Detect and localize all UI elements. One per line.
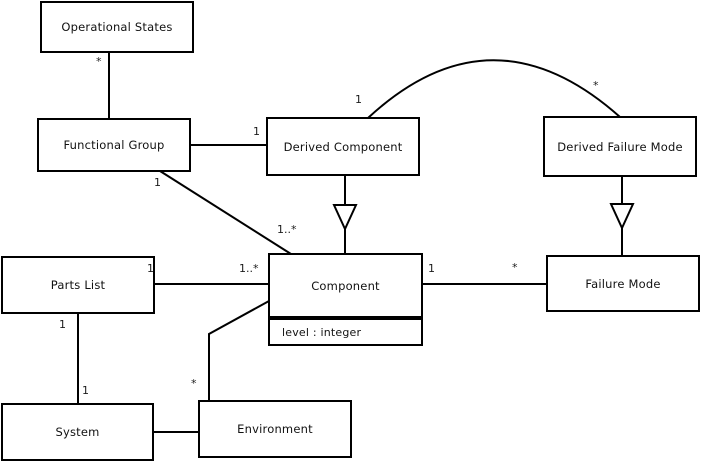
multiplicity-operational-states-end: * [96,55,102,68]
class-component: Component level : integer [268,253,423,346]
multiplicity-component-end-parts: 1..* [239,262,259,275]
class-operational-states: Operational States [40,1,194,53]
edge-derived-component-derived-failure-mode [367,59,621,119]
class-name: Operational States [61,20,173,34]
class-derived-failure-mode: Derived Failure Mode [543,116,697,177]
class-attribute: level : integer [282,325,362,339]
class-environment: Environment [198,400,352,458]
edge-derived-failure-mode-failure-mode-generalization [609,176,635,256]
multiplicity-parts-list-end: 1 [147,262,154,275]
edge-component-environment [208,300,270,401]
class-system: System [1,403,154,461]
class-name: Failure Mode [585,276,661,291]
multiplicity-component-end-functional: 1..* [277,223,297,236]
class-failure-mode: Failure Mode [546,255,700,312]
class-attribute-compartment: level : integer [270,320,421,344]
class-name: Derived Failure Mode [557,139,683,154]
class-name: Parts List [50,278,106,292]
class-parts-list: Parts List [1,256,155,314]
edge-derived-component-component-generalization [332,175,358,254]
multiplicity-functional-group-end: 1 [154,176,161,189]
class-functional-group: Functional Group [37,118,191,172]
multiplicity-component-end-failure: 1 [428,262,435,275]
edge-functional-group-component [159,170,292,255]
class-name: Component [311,278,380,293]
class-name: Environment [237,422,313,436]
multiplicity-environment-end: * [191,377,197,390]
multiplicity-derived-component-end: 1 [253,125,260,138]
multiplicity-failure-mode-end: * [512,261,518,274]
multiplicity-parts-list-system-end: 1 [59,318,66,331]
multiplicity-derived-component-arc-end: 1 [355,93,362,106]
class-derived-component: Derived Component [266,117,420,176]
class-name: Derived Component [283,139,403,154]
class-name: Functional Group [63,138,165,152]
multiplicity-derived-failure-mode-arc-end: * [593,79,599,92]
class-name-compartment: Component [270,255,421,320]
multiplicity-system-end: 1 [82,384,89,397]
class-name: System [55,425,100,439]
